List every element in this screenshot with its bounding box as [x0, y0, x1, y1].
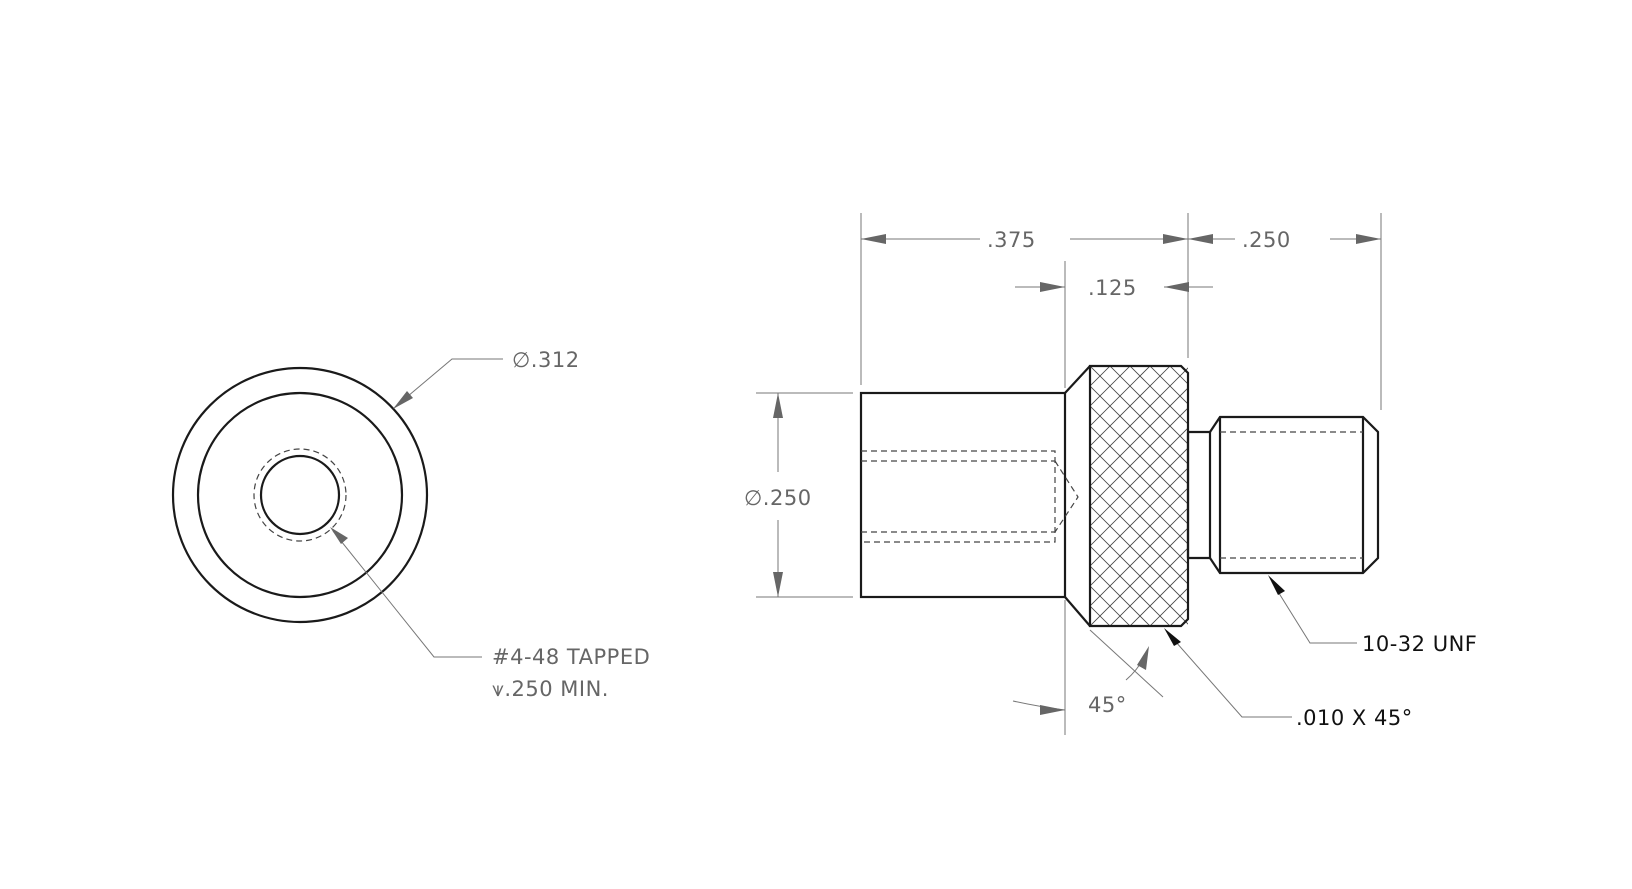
dim-250-diameter — [773, 393, 783, 597]
outer-diameter-circle — [171, 366, 429, 624]
thread-major-hidden-circle — [253, 448, 347, 542]
knurled-head — [1088, 364, 1190, 628]
tapped-hole-circle — [259, 454, 341, 536]
dim-250-length-label: .250 — [1242, 228, 1291, 252]
dim-250-length — [1188, 234, 1381, 244]
end-view: ∅.312 #4-48 TAPPED ⩛.250 MIN. — [171, 348, 650, 701]
diameter-312-leader — [393, 358, 503, 409]
body-diameter-circle — [196, 391, 404, 599]
thread-relief — [1186, 430, 1212, 560]
knurl-chamfer — [1064, 365, 1091, 627]
diameter-312-label: ∅.312 — [512, 348, 580, 372]
tapped-hole-hidden-lines — [861, 450, 1079, 543]
tap-note-line2: ⩛.250 MIN. — [492, 677, 609, 701]
thread-spec-label: 10-32 UNF — [1362, 632, 1477, 656]
edge-chamfer-label: .010 X 45° — [1296, 706, 1413, 730]
tap-note-line1: #4-48 TAPPED — [492, 645, 650, 669]
dim-375 — [861, 234, 1188, 244]
tapped-hole-leader — [330, 527, 482, 658]
extension-lines — [756, 213, 1382, 735]
dim-45-label: 45° — [1088, 693, 1127, 717]
threaded-stud — [1209, 415, 1380, 575]
edge-chamfer-leader — [1164, 628, 1292, 718]
side-view: .375 .250 .125 ∅.250 — [744, 213, 1477, 735]
knurl-outline — [1088, 364, 1190, 628]
dim-250-diameter-label: ∅.250 — [744, 486, 812, 510]
thread-leader — [1268, 575, 1357, 644]
dim-375-label: .375 — [987, 228, 1036, 252]
dim-125-label: .125 — [1088, 276, 1137, 300]
body-outline — [859, 391, 1067, 599]
dim-125 — [1015, 282, 1213, 292]
dim-45-angle — [1012, 646, 1149, 715]
